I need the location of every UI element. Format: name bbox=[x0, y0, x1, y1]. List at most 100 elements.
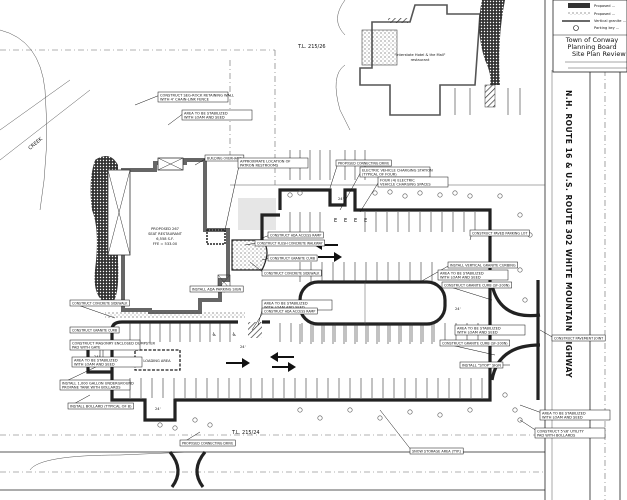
legend-item: Parking key ... bbox=[594, 26, 619, 30]
shrub-icon bbox=[317, 415, 323, 421]
shrub-icon bbox=[522, 297, 528, 303]
lot-line-label-south: T.L. 215/24 bbox=[231, 430, 260, 436]
callout-box bbox=[69, 299, 130, 307]
neighbor-building bbox=[335, 0, 521, 131]
callout-label: PROPOSED CONNECTING DRIVE bbox=[338, 161, 390, 165]
ada-symbol-icon: ♿ bbox=[232, 332, 236, 338]
callout-box bbox=[437, 269, 509, 281]
arrow-left-icon bbox=[270, 352, 294, 362]
shrub-icon bbox=[502, 392, 508, 398]
callout-leader bbox=[329, 162, 339, 189]
shrub-icon bbox=[407, 409, 413, 415]
town-name: Town of Conway bbox=[565, 36, 619, 44]
callout-box bbox=[459, 361, 504, 369]
concrete-sidewalk-south bbox=[105, 312, 245, 318]
dimension: 24' bbox=[240, 345, 246, 349]
callout-box bbox=[71, 356, 143, 368]
shrub-icon bbox=[297, 407, 303, 413]
callout-box bbox=[69, 339, 141, 351]
building-ffe: FFE = 533.00 bbox=[153, 242, 178, 246]
arrow-right-icon bbox=[272, 362, 296, 372]
callout-box bbox=[67, 402, 134, 410]
lot-line-label-north: T.L. 215/26 bbox=[297, 44, 326, 50]
arrow-right-icon bbox=[318, 252, 342, 262]
callout-box bbox=[454, 324, 526, 336]
ada-symbol-icon: ♿ bbox=[212, 332, 216, 338]
callout-label: BUILDING OVERHANG bbox=[207, 156, 242, 160]
callout-label: PROPOSED CONNECTING DRIVE bbox=[182, 441, 234, 445]
shrub-icon bbox=[467, 407, 473, 413]
callout-box bbox=[469, 229, 530, 237]
callout-box bbox=[179, 439, 236, 447]
callout-box bbox=[267, 254, 318, 262]
shrub-icon bbox=[192, 417, 198, 423]
callout-leader bbox=[379, 409, 413, 452]
shrub-icon bbox=[437, 192, 443, 198]
site-entrance bbox=[490, 280, 541, 400]
building-label-line: SEAT RESTAURANT bbox=[148, 232, 183, 236]
dimension: 24' bbox=[338, 197, 344, 201]
parking-lot-curb bbox=[86, 188, 492, 422]
connecting-drive-south bbox=[0, 450, 545, 491]
legend-item: Proposed ... bbox=[594, 12, 615, 16]
shrub-icon bbox=[377, 415, 383, 421]
callout-label: CONSTRUCT CONCRETE SIDEWALK bbox=[264, 271, 320, 275]
legend-item: Proposed ... bbox=[594, 4, 615, 8]
callout-label: INSTALL ADA PARKING SIGN bbox=[192, 287, 241, 291]
callout-leader bbox=[249, 261, 265, 274]
callout-leader bbox=[339, 169, 363, 211]
callout-box bbox=[254, 239, 325, 247]
dimension: 24' bbox=[155, 407, 161, 411]
shrub-icon bbox=[402, 193, 408, 199]
shrub-icon bbox=[347, 407, 353, 413]
callout-label: INSTALL BOLLARD (TYPICAL OF 8) bbox=[70, 404, 132, 408]
callout-box bbox=[441, 281, 512, 289]
callout-box bbox=[261, 307, 318, 315]
neighbor-building-use: restaurant bbox=[411, 58, 430, 62]
callout-box bbox=[181, 109, 253, 121]
callout-box bbox=[189, 285, 244, 293]
callout-box bbox=[539, 409, 611, 421]
ev-space-mark: E bbox=[334, 218, 337, 224]
shrub-icon bbox=[297, 190, 303, 196]
callout-box bbox=[409, 447, 464, 455]
loading-area-label: LOADING AREA bbox=[143, 359, 171, 363]
callout-label: INSTALL "STOP" SIGN bbox=[462, 363, 501, 367]
callout-label: CONSTRUCT ADA ACCESS RAMP bbox=[270, 233, 322, 237]
highway bbox=[544, 0, 621, 500]
callout-label: CONSTRUCT GRANITE CURB bbox=[72, 328, 118, 332]
callout-label: CONSTRUCT CONCRETE SIDEWALK bbox=[72, 301, 128, 305]
callout-leader bbox=[519, 419, 538, 432]
callout-box bbox=[237, 157, 309, 169]
callout-label: CONSTRUCT FLUSH CONCRETE WALKWAY bbox=[257, 241, 323, 245]
callout-box bbox=[551, 334, 606, 342]
shrub-icon bbox=[287, 192, 293, 198]
ev-space-mark: E bbox=[364, 218, 367, 224]
dimension: 24' bbox=[455, 307, 461, 311]
callout-label: SNOW STORAGE AREA (TYP.) bbox=[412, 449, 462, 453]
planning-board: Planning Board bbox=[567, 43, 616, 51]
ada-ramp bbox=[248, 322, 262, 338]
callout-label: ELECTRIC VEHICLE CHARGING STATION(TYPICA… bbox=[362, 168, 433, 176]
callout-leader bbox=[167, 112, 185, 126]
building-label-line: PROPOSED 267 bbox=[151, 227, 179, 231]
ev-space-mark: E bbox=[354, 218, 357, 224]
shrub-icon bbox=[157, 422, 163, 428]
callout-label: INSTALL VERTICAL GRANITE CURBING bbox=[450, 263, 516, 267]
callout-leader bbox=[539, 329, 555, 339]
landscape-shrubs bbox=[157, 189, 533, 431]
callout-box bbox=[335, 159, 392, 167]
proposed-restaurant-building bbox=[107, 157, 231, 314]
callout-box bbox=[267, 231, 324, 239]
shrub-icon bbox=[172, 425, 178, 431]
